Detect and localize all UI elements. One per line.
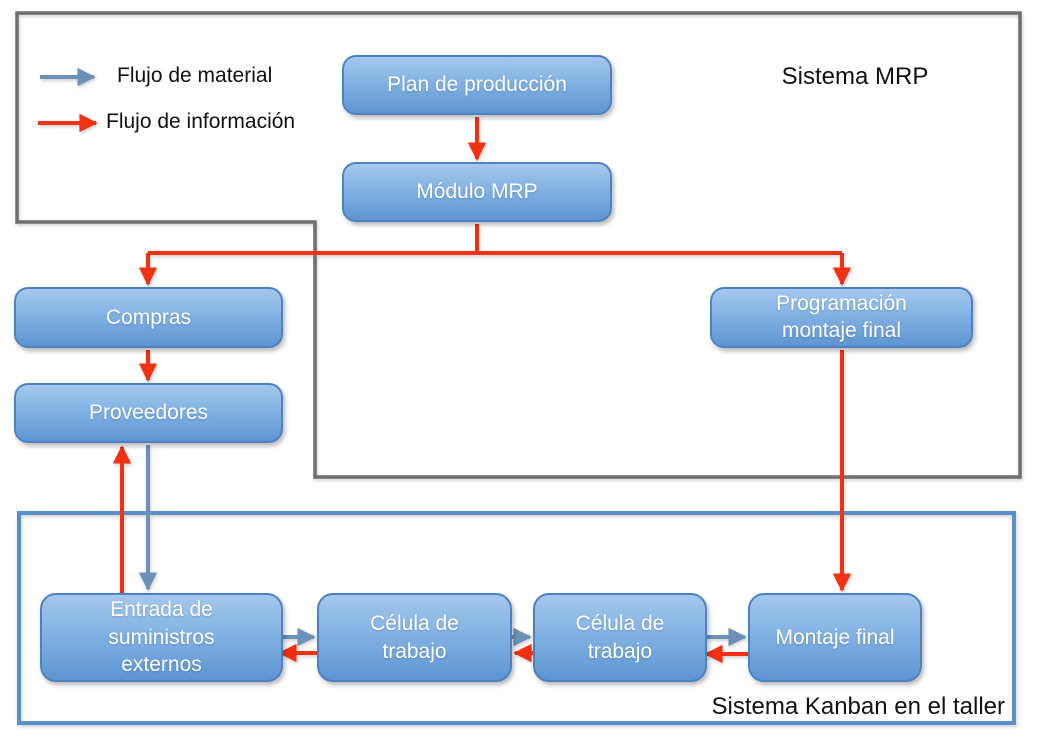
line-modulo-distribution bbox=[148, 224, 842, 255]
node-programacion-montaje-final: Programación montaje final bbox=[710, 287, 973, 348]
node-compras: Compras bbox=[14, 287, 283, 348]
node-montaje-final: Montaje final bbox=[748, 593, 922, 682]
node-plan-de-produccion: Plan de producción bbox=[342, 55, 612, 115]
legend-information-label: Flujo de información bbox=[106, 110, 296, 133]
mrp-system-title: Sistema MRP bbox=[781, 63, 929, 90]
node-proveedores: Proveedores bbox=[14, 383, 283, 443]
legend-material-label: Flujo de material bbox=[117, 64, 273, 87]
kanban-system-title: Sistema Kanban en el taller bbox=[711, 693, 1005, 720]
node-celula-trabajo-1: Célula de trabajo bbox=[317, 593, 512, 682]
kanban-system-frame bbox=[17, 511, 1016, 725]
node-modulo-mrp: Módulo MRP bbox=[342, 162, 612, 222]
mrp-system-frame bbox=[15, 11, 1022, 479]
node-entrada-suministros-externos: Entrada de suministros externos bbox=[40, 593, 283, 682]
node-celula-trabajo-2: Célula de trabajo bbox=[533, 593, 707, 682]
